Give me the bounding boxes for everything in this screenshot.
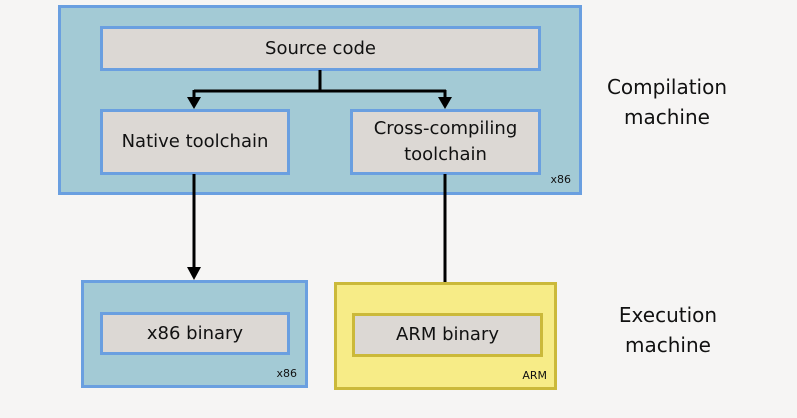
arrowhead-cross <box>438 97 452 109</box>
native-toolchain-node: Native toolchain <box>100 109 290 175</box>
arm-arch-label: ARM <box>522 369 547 382</box>
arm-binary-label: ARM binary <box>396 324 499 345</box>
cross-toolchain-label-line-2: toolchain <box>404 144 487 165</box>
execution-machine-label: Execution machine <box>593 300 743 360</box>
arrowhead-x86-binary <box>187 267 201 280</box>
x86-binary-node: x86 binary <box>100 312 290 355</box>
execution-label-line-2: machine <box>625 333 711 357</box>
native-toolchain-label: Native toolchain <box>121 131 269 152</box>
source-code-node: Source code <box>100 26 541 71</box>
compilation-label-line-2: machine <box>624 105 710 129</box>
compilation-label-line-1: Compilation <box>606 75 728 99</box>
source-code-label: Source code <box>265 37 376 59</box>
compilation-machine-label: Compilation machine <box>592 72 742 132</box>
cross-toolchain-label-line-1: Cross-compiling <box>373 118 518 139</box>
x86-binary-label: x86 binary <box>146 322 244 344</box>
execution-label-line-1: Execution <box>618 303 718 327</box>
compilation-arch-label: x86 <box>550 173 571 186</box>
x86-arch-label: x86 <box>276 367 297 380</box>
arrowhead-native <box>187 97 201 109</box>
cross-compiling-toolchain-node: Cross-compiling toolchain <box>350 109 541 175</box>
arm-binary-node: ARM binary <box>352 313 543 357</box>
